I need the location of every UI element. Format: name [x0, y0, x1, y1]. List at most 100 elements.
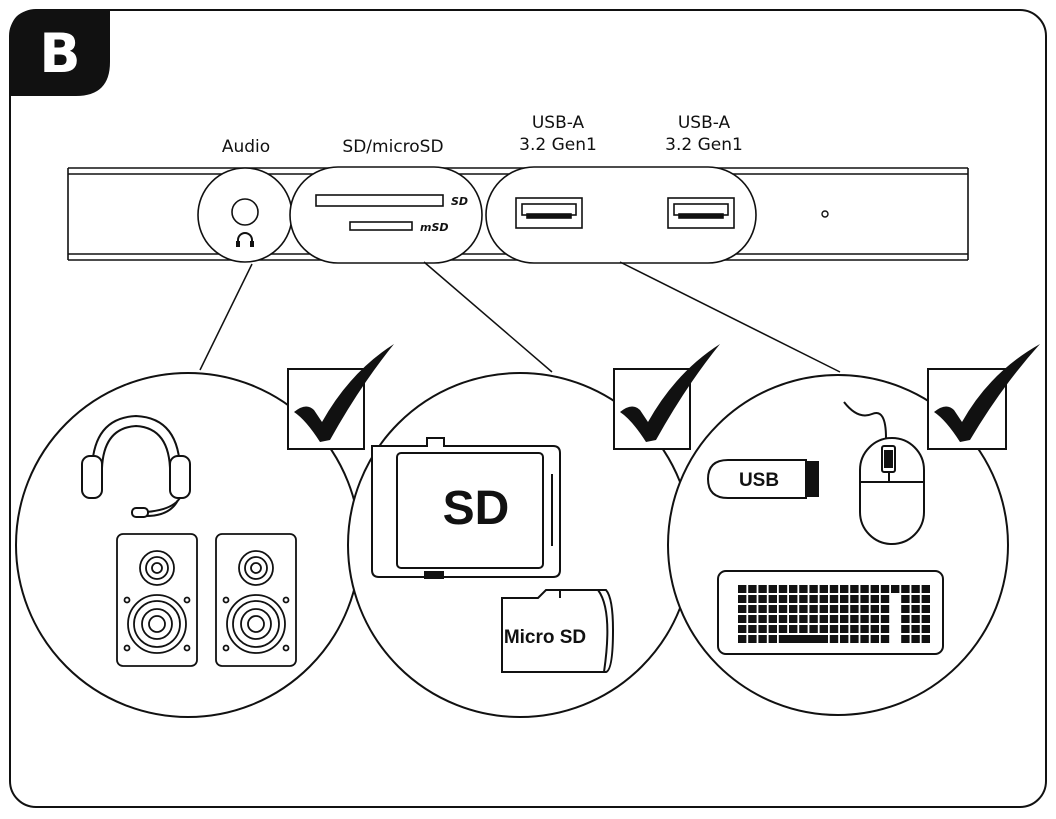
slot-sd-mark: SD — [451, 195, 468, 208]
keyboard-key — [789, 585, 798, 593]
keyboard-key — [758, 635, 767, 643]
keyboard-key — [921, 635, 930, 643]
keyboard-key — [768, 595, 777, 603]
keyboard-key — [799, 595, 808, 603]
keyboard-key — [901, 635, 910, 643]
card-reader-port — [289, 166, 483, 264]
usb-stick-text: USB — [739, 470, 779, 491]
keyboard-key — [870, 615, 879, 623]
keyboard-key — [768, 605, 777, 613]
keyboard-key — [778, 585, 788, 593]
headset-icon — [81, 414, 191, 518]
keyboard-key — [829, 615, 839, 623]
keyboard-key — [891, 585, 900, 593]
keyboard-key — [901, 595, 910, 603]
panel-badge-letter: B — [39, 21, 81, 85]
checkmark-icon-usb — [927, 344, 1040, 450]
sd-card-icon — [371, 437, 561, 579]
keyboard-key — [911, 625, 920, 633]
keyboard-key — [768, 635, 777, 643]
keyboard-key — [758, 595, 767, 603]
keyboard-key — [911, 605, 920, 613]
keyboard-key — [809, 605, 818, 613]
keyboard-key — [799, 605, 808, 613]
keyboard-key — [840, 615, 849, 623]
keyboard-key — [850, 585, 859, 593]
usb-stick-icon — [706, 459, 819, 499]
keyboard-key — [799, 625, 808, 633]
keyboard-key — [809, 595, 818, 603]
keyboard-key — [758, 615, 767, 623]
keyboard-key — [809, 585, 818, 593]
keyboard-keys — [738, 585, 930, 643]
keyboard-key — [840, 595, 849, 603]
keyboard-key — [789, 615, 798, 623]
keyboard-key — [819, 585, 828, 593]
keyboard-key — [850, 595, 859, 603]
keyboard-key — [901, 605, 910, 613]
keyboard-key — [829, 605, 839, 613]
keyboard-key — [748, 585, 757, 593]
keyboard-key — [758, 625, 767, 633]
keyboard-key — [789, 605, 798, 613]
keyboard-key — [748, 635, 757, 643]
keyboard-key — [738, 585, 747, 593]
keyboard-key — [870, 595, 879, 603]
keyboard-key — [860, 605, 869, 613]
speaker-icon-right — [215, 533, 297, 667]
keyboard-key — [860, 635, 869, 643]
keyboard-key — [880, 605, 890, 613]
keyboard-key — [880, 625, 890, 633]
keyboard-spacebar — [778, 635, 828, 643]
usb-port-1-label-line1: USB-A — [531, 113, 585, 133]
keyboard-key — [840, 635, 849, 643]
keyboard-key — [880, 635, 890, 643]
keyboard-key — [829, 625, 839, 633]
keyboard-key — [880, 585, 890, 593]
panel-badge — [10, 10, 110, 96]
keyboard-key — [748, 625, 757, 633]
usb-port-2 — [667, 197, 735, 229]
mouse-icon — [843, 401, 925, 545]
keyboard-key — [921, 585, 930, 593]
callout-lines — [199, 261, 841, 373]
checkmark-icon-card — [613, 344, 720, 450]
keyboard-key — [738, 635, 747, 643]
keyboard-key — [860, 585, 869, 593]
keyboard-key — [901, 625, 910, 633]
keyboard-key — [829, 595, 839, 603]
keyboard-key — [921, 625, 930, 633]
keyboard-key — [860, 595, 869, 603]
keyboard-key — [850, 615, 859, 623]
microsd-card-icon — [501, 589, 615, 673]
keyboard-key — [870, 625, 879, 633]
keyboard-key — [840, 605, 849, 613]
keyboard-key — [870, 585, 879, 593]
keyboard-key — [748, 595, 757, 603]
status-led — [821, 210, 829, 218]
keyboard-key — [870, 605, 879, 613]
usb-port-2-label-line1: USB-A — [677, 113, 731, 133]
keyboard-key — [880, 595, 890, 603]
keyboard-key — [799, 615, 808, 623]
sd-card-text: SD — [443, 482, 510, 535]
keyboard-key — [911, 635, 920, 643]
keyboard-key — [911, 595, 920, 603]
keyboard-key — [778, 605, 788, 613]
keyboard-key — [829, 585, 839, 593]
keyboard-key — [870, 635, 879, 643]
keyboard-key — [921, 615, 930, 623]
keyboard-key — [758, 605, 767, 613]
keyboard-key — [850, 635, 859, 643]
checkmark-icon-audio — [287, 344, 394, 450]
keyboard-key — [738, 595, 747, 603]
keyboard-key — [819, 595, 828, 603]
keyboard-key — [819, 615, 828, 623]
headphone-icon-right — [250, 241, 254, 247]
keyboard-key — [840, 585, 849, 593]
keyboard-key — [901, 585, 910, 593]
keyboard-key — [819, 625, 828, 633]
microsd-card-text: Micro SD — [504, 627, 586, 648]
keyboard-key — [778, 625, 788, 633]
